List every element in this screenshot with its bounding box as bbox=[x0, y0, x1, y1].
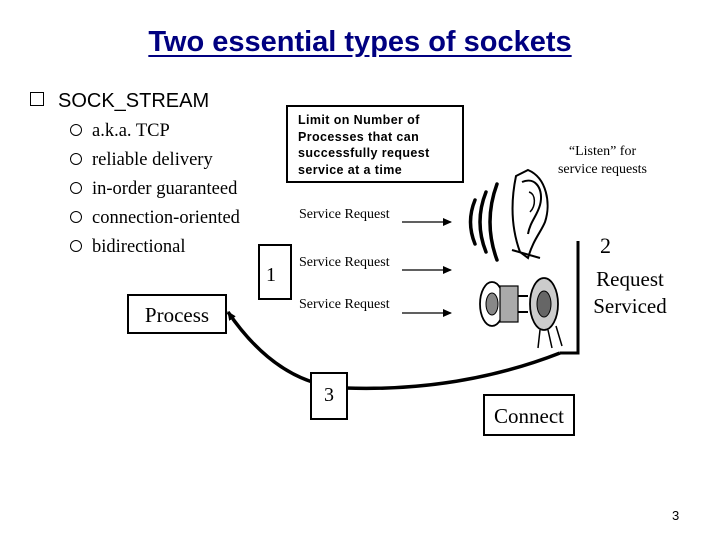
limit-note-line: Limit on Number of bbox=[298, 113, 420, 127]
sub-bullet-label: bidirectional bbox=[92, 237, 186, 257]
connect-box: Connect bbox=[483, 394, 575, 436]
step-3-box: 3 bbox=[310, 372, 348, 420]
bullet-circle-icon bbox=[70, 240, 82, 252]
process-box: Process bbox=[127, 294, 227, 334]
sub-bullet-item: in-order guaranteed bbox=[70, 175, 240, 204]
connect-back-arrow bbox=[226, 311, 561, 391]
limit-note-line: service at a time bbox=[298, 162, 403, 177]
service-request-label: Service Request bbox=[299, 207, 390, 222]
request-serviced-label: Request Serviced bbox=[584, 266, 676, 320]
sound-waves-icon bbox=[468, 182, 499, 262]
ear-icon bbox=[511, 168, 549, 260]
sub-bullet-label: connection-oriented bbox=[92, 208, 240, 228]
bullet-circle-icon bbox=[70, 124, 82, 136]
limit-note-line: Processes that can bbox=[298, 129, 420, 144]
request-serviced-line: Serviced bbox=[593, 294, 667, 318]
step-1-label: 1 bbox=[266, 264, 276, 286]
bullet-circle-icon bbox=[70, 211, 82, 223]
step-1-box: 1 bbox=[258, 244, 292, 300]
sub-bullet-item: reliable delivery bbox=[70, 146, 240, 175]
bullet-sock-stream: SOCK_STREAM bbox=[30, 90, 209, 113]
page-number: 3 bbox=[672, 508, 680, 523]
slide-title: Two essential types of sockets bbox=[148, 26, 572, 58]
service-request-label: Service Request bbox=[299, 255, 390, 270]
sub-bullet-item: connection-oriented bbox=[70, 204, 240, 233]
bullet-main-label: SOCK_STREAM bbox=[58, 90, 210, 112]
plug-socket-icon bbox=[479, 277, 563, 349]
limit-note-box: Limit on Number of Processes that can su… bbox=[286, 105, 464, 183]
bullet-circle-icon bbox=[70, 153, 82, 165]
listen-note-line: “Listen” for bbox=[568, 144, 637, 159]
step-3-label: 3 bbox=[324, 384, 334, 406]
sub-bullet-label: in-order guaranteed bbox=[92, 179, 238, 199]
listen-note: “Listen” for service requests bbox=[530, 143, 675, 179]
server-loop-line bbox=[560, 241, 580, 355]
sub-bullet-item: bidirectional bbox=[70, 233, 240, 262]
bullet-square-icon bbox=[30, 92, 44, 106]
step-2-label: 2 bbox=[600, 233, 611, 258]
listen-note-line: service requests bbox=[557, 162, 648, 177]
sub-bullet-label: a.k.a. TCP bbox=[92, 121, 170, 141]
service-request-label: Service Request bbox=[299, 297, 390, 312]
bullet-circle-icon bbox=[70, 182, 82, 194]
sub-bullet-list: a.k.a. TCP reliable delivery in-order gu… bbox=[70, 117, 240, 262]
sub-bullet-item: a.k.a. TCP bbox=[70, 117, 240, 146]
sub-bullet-label: reliable delivery bbox=[92, 150, 213, 170]
limit-note-line: successfully request bbox=[298, 146, 430, 160]
request-serviced-line: Request bbox=[596, 267, 664, 291]
